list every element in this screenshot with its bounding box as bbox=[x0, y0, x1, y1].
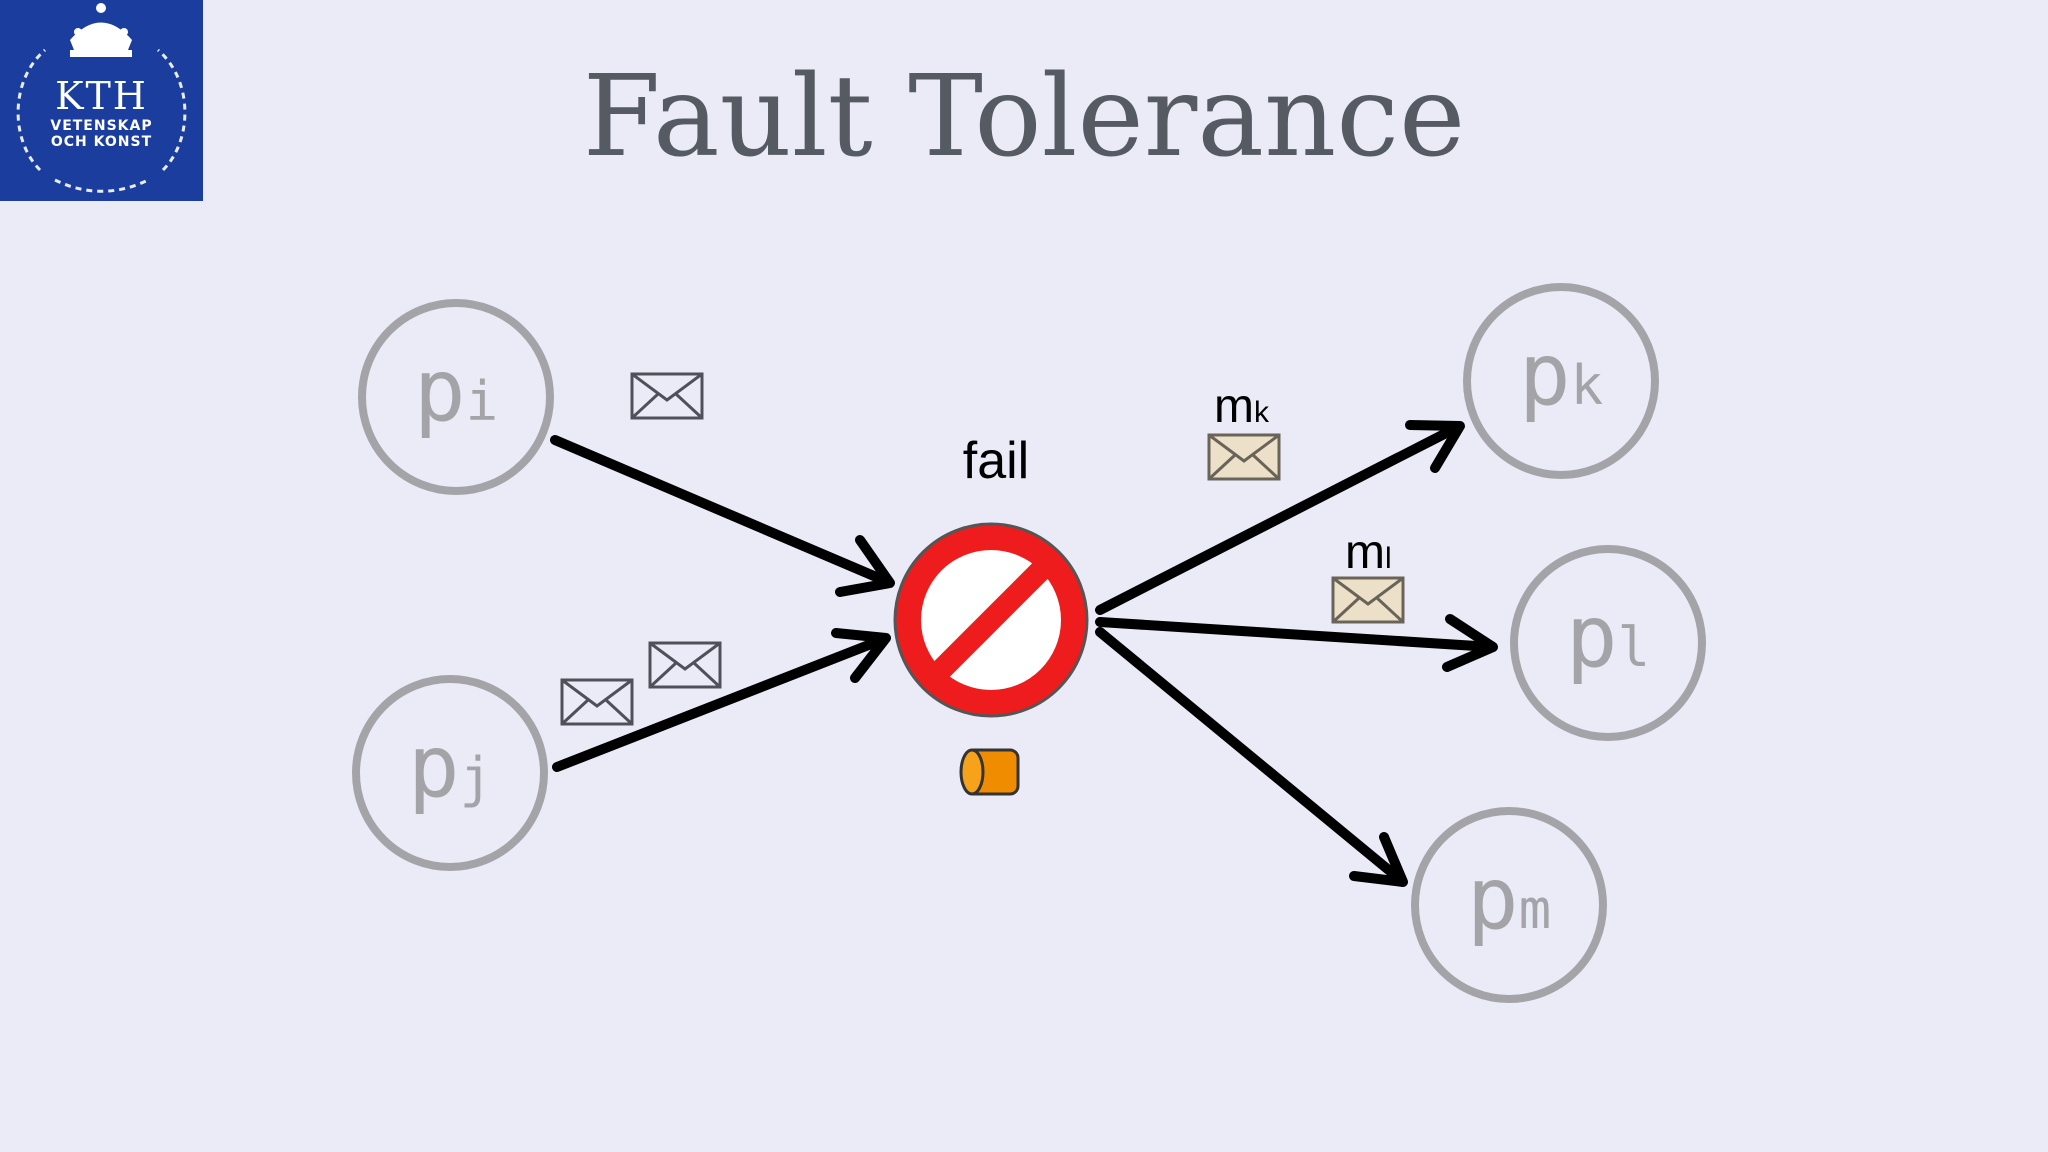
process-pi-main: p bbox=[414, 341, 466, 441]
process-pj-main: p bbox=[408, 717, 460, 817]
kth-crown-wreath-icon bbox=[16, 3, 187, 193]
envelope-icon bbox=[1331, 576, 1405, 624]
process-pm-main: p bbox=[1467, 849, 1519, 949]
process-node-pk: pk bbox=[1463, 283, 1659, 479]
process-pl-main: p bbox=[1566, 587, 1618, 687]
envelope-icon bbox=[648, 641, 722, 689]
process-pi-sub: i bbox=[466, 370, 499, 433]
arrow-pj-to-fail bbox=[552, 628, 891, 772]
envelope-icon bbox=[560, 678, 634, 726]
process-node-pl: pl bbox=[1510, 545, 1706, 741]
process-node-pm: pm bbox=[1411, 807, 1607, 1003]
process-pk-main: p bbox=[1519, 325, 1571, 425]
logo-wordmark: KTH bbox=[55, 74, 148, 118]
svg-text:pi: pi bbox=[414, 341, 498, 441]
svg-text:pm: pm bbox=[1467, 849, 1551, 949]
prohibited-icon bbox=[893, 522, 1089, 718]
process-pl-sub: l bbox=[1618, 616, 1651, 679]
process-pm-sub: m bbox=[1519, 878, 1552, 941]
svg-text:pk: pk bbox=[1519, 325, 1603, 425]
fail-label: fail bbox=[963, 432, 1029, 490]
message-ml-label: ml bbox=[1345, 526, 1392, 579]
logo-motto-line1: VETENSKAP bbox=[50, 118, 153, 134]
arrow-fail-to-pk bbox=[1095, 420, 1465, 615]
svg-text:pj: pj bbox=[408, 717, 492, 817]
process-node-pi: pi bbox=[358, 299, 554, 495]
storage-cylinder-icon bbox=[959, 748, 1020, 796]
message-mk-label: mk bbox=[1214, 380, 1270, 433]
slide-title: Fault Tolerance bbox=[582, 52, 1466, 182]
kth-logo: KTH VETENSKAP OCH KONST bbox=[0, 0, 203, 201]
process-node-pj: pj bbox=[352, 675, 548, 871]
arrow-fail-to-pm bbox=[1095, 627, 1408, 887]
envelope-icon bbox=[1207, 433, 1281, 481]
process-pj-sub: j bbox=[460, 746, 493, 809]
arrow-fail-to-pl bbox=[1095, 614, 1498, 672]
svg-text:pl: pl bbox=[1566, 587, 1650, 687]
arrow-pi-to-fail bbox=[550, 435, 895, 597]
logo-motto-line2: OCH KONST bbox=[50, 134, 153, 150]
process-pk-sub: k bbox=[1571, 354, 1604, 417]
envelope-icon bbox=[630, 372, 704, 420]
